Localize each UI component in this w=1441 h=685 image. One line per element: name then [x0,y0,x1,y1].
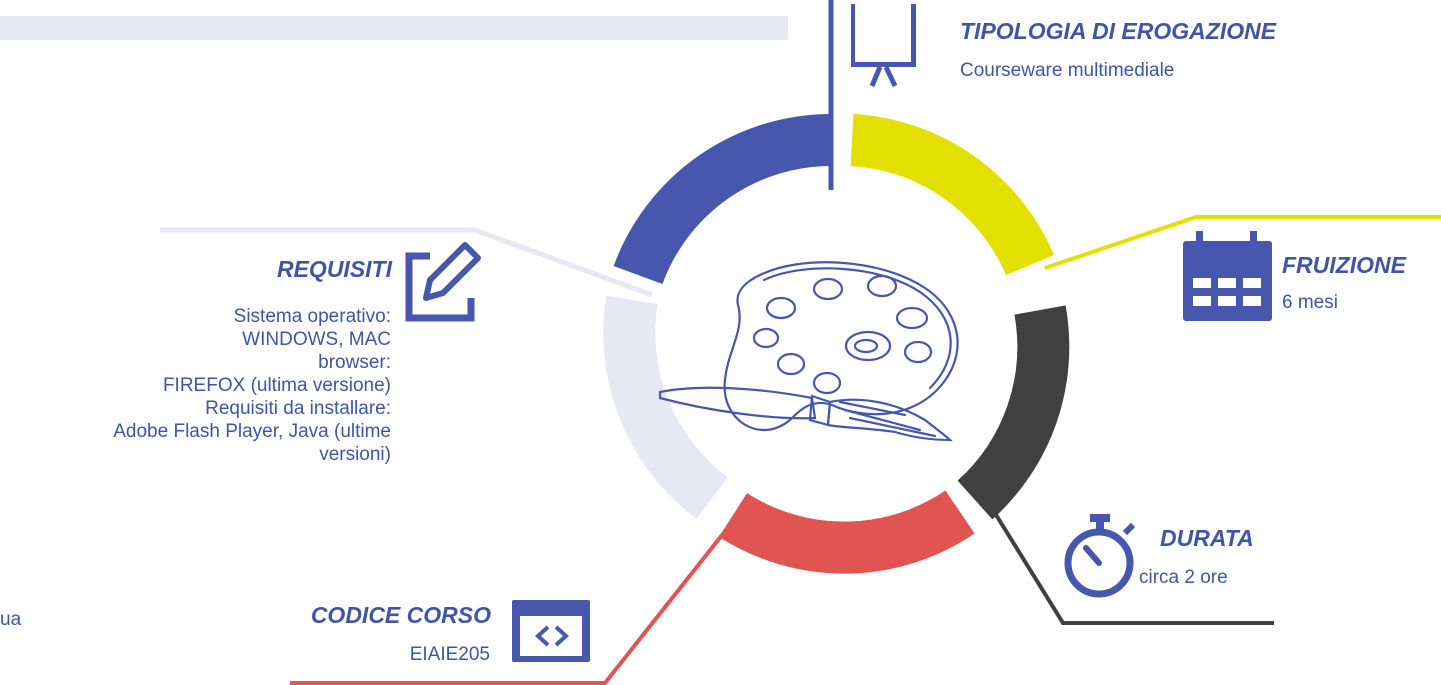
cutoff-text: ua [0,609,22,630]
fruizione-value-unit: mesi [1292,292,1338,313]
requisiti-line: FIREFOX (ultima versione) [162,375,391,396]
ring-segment-blue [613,114,832,285]
requisiti-line: Requisiti da installare: [205,398,391,419]
tipologia-value: Courseware multimediale [960,60,1175,81]
header-bar [0,16,788,40]
durata-title: DURATA [1160,525,1254,551]
connector-line-dark [983,495,1274,625]
ring-segment-pale [603,295,728,519]
requisiti-line: browser: [318,352,391,373]
fruizione-value: 6 mesi [1282,291,1338,314]
requisiti-line: Sistema operativo: [233,306,391,327]
durata-value: circa 2 ore [1139,567,1228,588]
connector-line-pale [160,227,653,298]
connector-line-yellow [1044,215,1441,270]
edit-pencil-icon [405,242,481,322]
stopwatch-icon [1064,514,1136,598]
codice-value: EIAIE205 [409,644,490,665]
requisiti-line: versioni) [319,444,391,465]
requisiti-title: REQUISITI [276,256,392,282]
requisiti-line: Adobe Flash Player, Java (ultime [113,421,391,442]
presentation-board-icon [851,4,916,88]
ring-segment-dark [957,305,1070,520]
calendar-icon [1183,231,1272,321]
fruizione-value-number: 6 [1282,292,1293,313]
fruizione-title: FRUIZIONE [1282,252,1406,278]
paint-palette-brush-icon [658,261,959,442]
codice-title: CODICE CORSO [310,602,491,628]
ring-segment-yellow [850,114,1054,276]
connector-line-red [290,523,732,685]
ring-segment-red [718,490,975,574]
tipologia-title: TIPOLOGIA DI EROGAZIONE [960,18,1277,44]
code-window-icon [512,600,590,662]
requisiti-line: WINDOWS, MAC [242,329,391,350]
requisiti-list: Sistema operativo: WINDOWS, MAC browser:… [0,305,391,466]
